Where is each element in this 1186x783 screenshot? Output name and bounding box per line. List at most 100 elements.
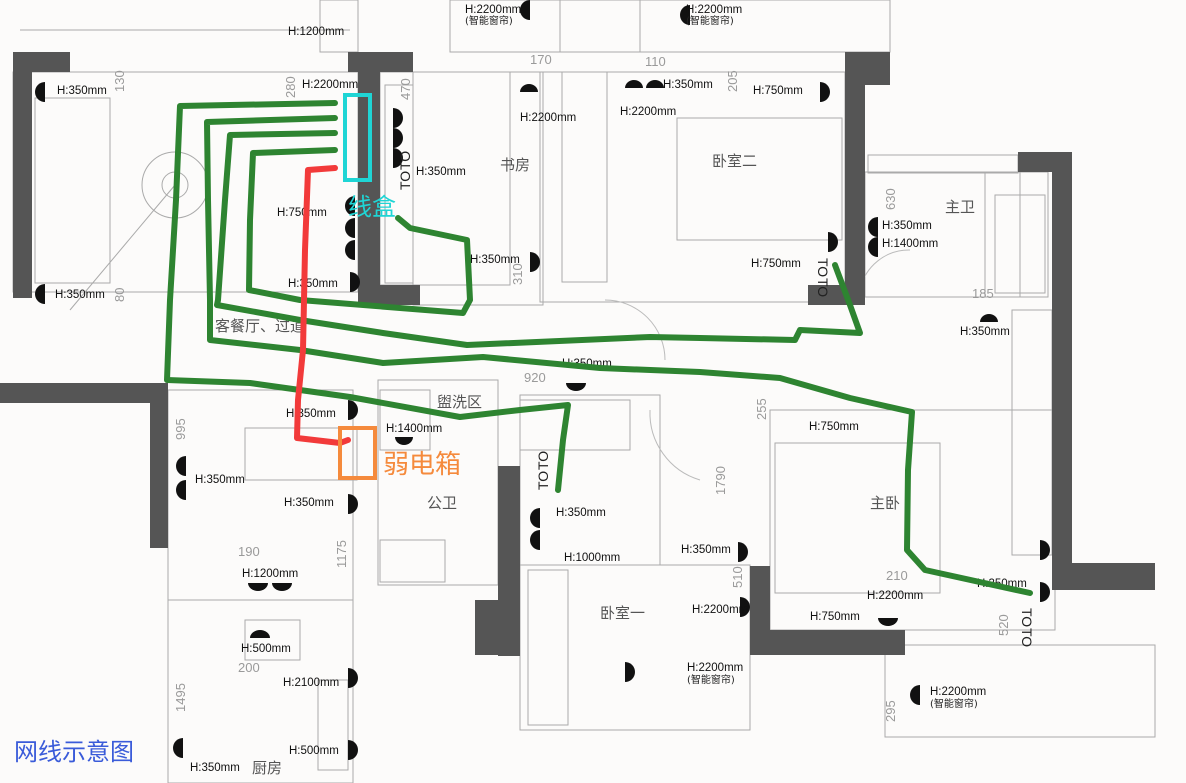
bed-master [774, 442, 941, 594]
sofa [34, 97, 111, 284]
outlet-icon [173, 738, 183, 758]
wardrobe-bedroom1 [519, 399, 631, 451]
to-label: TO [397, 171, 413, 190]
toilet [379, 539, 446, 583]
dimension-label: 470 [398, 78, 413, 100]
height-label: H:2200mm [686, 4, 742, 16]
height-label: H:350mm [190, 762, 240, 774]
height-label: H:500mm [289, 745, 339, 757]
dining-table [244, 427, 358, 481]
height-label: H:2200mm [302, 79, 358, 91]
outlet-icon [910, 685, 920, 705]
outlet-icon [348, 400, 358, 420]
junction-box-label: 线盒 [348, 193, 396, 221]
height-label: H:1200mm [288, 26, 344, 38]
height-label: H:350mm [882, 220, 932, 232]
dimension-label: 310 [510, 263, 525, 285]
outlet-icon [740, 597, 750, 617]
network-cable-bedroom2 [214, 130, 863, 348]
outlet-icon [350, 272, 360, 292]
height-label: H:350mm [960, 326, 1010, 338]
dimension-label: 295 [883, 700, 898, 722]
height-label: H:350mm [195, 474, 245, 486]
height-label: H:2200mm [930, 686, 986, 698]
outlet-icon [625, 80, 643, 88]
outlet-icon [348, 740, 358, 760]
network-cable-study [246, 147, 473, 316]
dimension-label: 1175 [334, 540, 349, 568]
height-label: H:350mm [55, 289, 105, 301]
outlet-icon [395, 437, 413, 445]
room-label-study: 书房 [500, 156, 530, 174]
height-label: H:750mm [753, 85, 803, 97]
outlet-icon [348, 494, 358, 514]
outlet-icon [272, 583, 292, 591]
outlet-icon [345, 240, 355, 260]
network-cable-master-bedroom [204, 115, 1033, 596]
dimension-label: 1790 [713, 466, 728, 495]
diagram-title: 网线示意图 [14, 738, 134, 766]
outlet-icon [393, 108, 403, 128]
dimension-label: 995 [173, 418, 188, 440]
dimension-label: 280 [283, 76, 298, 98]
outlet-icon [176, 456, 186, 476]
height-labels: H:1200mm H:2200mm (智能窗帘) H:2200mm (智能窗帘)… [55, 4, 1027, 774]
dimension-labels: 170 110 205 280 470 130 630 185 310 80 9… [112, 52, 1011, 722]
to-label: TO [1019, 628, 1035, 647]
height-label: H:750mm [751, 258, 801, 270]
outlet-icon [35, 82, 45, 102]
dimension-label: 205 [725, 70, 740, 92]
outlet-icon [348, 668, 358, 688]
height-label: H:350mm [288, 278, 338, 290]
dimension-label: 200 [238, 660, 260, 675]
outlet-icon [868, 237, 878, 257]
plan-lines [12, 0, 1156, 783]
dimension-label: 130 [112, 70, 127, 92]
dimension-label: 190 [238, 544, 260, 559]
room-label-living-dining: 客餐厅、过道 [215, 317, 305, 335]
outlet-icon [520, 84, 538, 92]
room-label-bedroom2: 卧室二 [712, 152, 757, 170]
height-label: H:2200mm [520, 112, 576, 124]
outlet-icon [530, 252, 540, 272]
height-label: H:2200mm [620, 106, 676, 118]
dimension-label: 920 [524, 370, 546, 385]
outlet-icon [980, 314, 998, 322]
height-label: H:750mm [277, 207, 327, 219]
trunk-cable [294, 165, 351, 446]
curtain-label: (智能窗帘) [930, 697, 978, 710]
outlet-icon [646, 80, 664, 88]
outlet-icon [530, 508, 540, 528]
height-label: H:750mm [810, 611, 860, 623]
height-label: H:2200mm [692, 604, 748, 616]
wardrobe-master [1011, 309, 1053, 556]
height-label: H:1400mm [882, 238, 938, 250]
room-label-master-bath: 主卫 [945, 198, 975, 216]
to-label: TO [535, 451, 551, 470]
dimension-label: 1495 [173, 683, 188, 712]
dimension-label: 255 [754, 398, 769, 420]
room-label-public-bath: 公卫 [427, 494, 457, 512]
to-label: TO [815, 258, 831, 277]
outlet-icon [878, 618, 898, 626]
to-label: TO [535, 471, 551, 490]
dimension-label: 110 [645, 54, 666, 69]
outlet-icon [625, 662, 635, 682]
outlet-icon [820, 82, 830, 102]
outlet-icon [250, 630, 270, 638]
dimension-label: 80 [112, 288, 127, 302]
outlet-icon [1040, 540, 1050, 560]
outlet-icon [345, 218, 355, 238]
height-label: H:2200mm [867, 590, 923, 602]
outlet-icon [393, 148, 403, 168]
curtain-label: (智能窗帘) [686, 14, 734, 27]
bed-bedroom1 [527, 569, 569, 726]
room-label-bedroom1: 卧室一 [600, 604, 645, 622]
outlet-icon [566, 383, 586, 391]
curtain-label: (智能窗帘) [687, 673, 735, 686]
height-label: H:500mm [241, 643, 291, 655]
height-label: H:1200mm [242, 568, 298, 580]
outlet-icon [1040, 582, 1050, 602]
